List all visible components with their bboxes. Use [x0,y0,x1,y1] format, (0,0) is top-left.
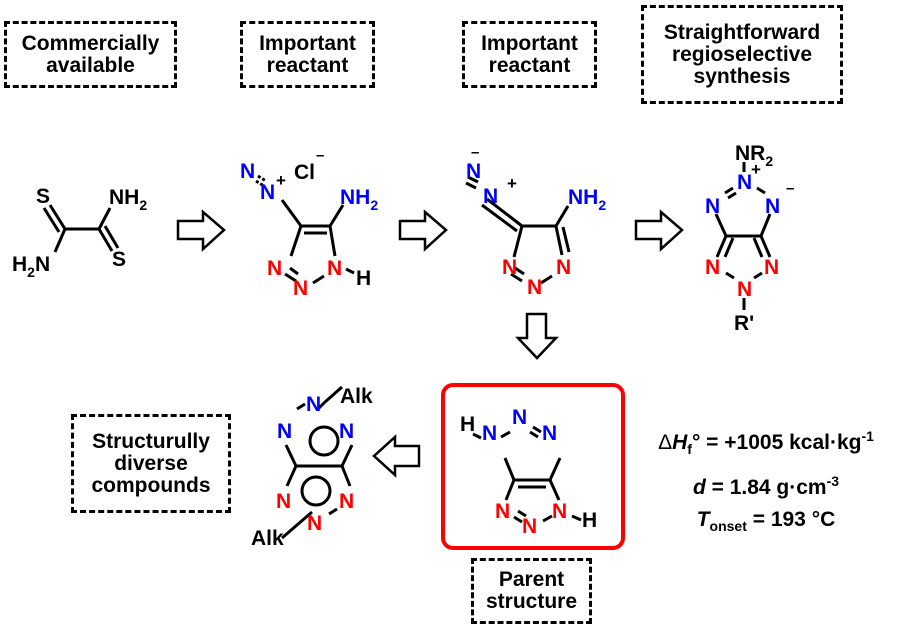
label-line: structure [485,590,578,613]
charge-plus: + [276,171,286,190]
label-line: Parent [498,568,565,591]
atom-N: N [556,256,571,279]
charge-plus: + [751,160,761,179]
atom-N: N [277,420,292,443]
charge-minus: – [786,180,794,197]
atom-N: N [327,257,342,280]
property-onset-temperature: Tonset = 193 °C [632,504,900,542]
f-subscript: f [687,441,692,458]
atom-N-plus: N [737,171,752,194]
atom-S: S [36,185,50,208]
atom-N: N [737,278,752,301]
atom-H: H [356,267,371,290]
charge-minus: – [316,147,324,164]
label-parent-structure: Parent structure [471,558,592,624]
arrow-left [372,434,421,478]
atom-NH2: NH2 [340,186,378,213]
atom-N: N [267,257,282,280]
molecule-diverse-compounds [281,385,354,540]
atom-N-H: N [482,422,497,445]
label-line: Important [259,31,356,55]
delta-symbol: Δ [658,431,673,454]
density-exponent: -3 [826,473,840,490]
molecule-diazo-triazole [465,175,571,285]
atom-N: N [705,195,720,218]
label-line: available [46,53,135,77]
atom-N-H: N [552,500,567,523]
molecule-dithiooxamide [42,204,120,253]
molecule-bicyclic-zwitterion [714,162,772,310]
degree-symbol: ° [691,431,701,454]
atom-N: N [705,256,720,279]
atom-N: N [502,256,517,279]
label-line: regioselective [671,42,813,66]
arrow-step-2 [398,209,448,252]
atom-N: N [339,490,354,513]
atom-N: N [764,256,779,279]
arrow-down [515,312,559,360]
atom-N: N [495,500,510,523]
atom-N-diazo-plus: N [260,181,275,204]
atom-Alk: Alk [340,385,373,408]
label-line: Straightforward [663,20,821,44]
dhf-exponent: -1 [861,428,874,444]
label-line: reactant [488,53,571,77]
label-line: diverse [114,451,188,475]
label-line: Commercially [21,31,160,55]
atom-N: N [293,277,308,300]
charge-minus: – [471,144,479,161]
atom-H2N: H2N [12,253,50,280]
label-structurally-diverse: Structurully diverse compounds [71,414,231,513]
atom-Rprime: R' [734,312,754,335]
label-commercially-available: Commercially available [4,21,177,88]
atom-NR2: NR2 [735,142,773,169]
label-important-reactant-1: Important reactant [240,21,375,88]
label-line: synthesis [693,64,791,88]
density-value: = 1.84 g·cm [705,476,827,500]
atom-N-diazo-plus: N [483,185,498,208]
t-symbol: T [696,508,710,532]
atom-NH2: NH2 [568,186,606,213]
label-line: Important [481,31,578,55]
label-line: compounds [91,473,211,497]
atom-N: N [339,420,354,443]
molecule-parent-structure [472,425,582,524]
atom-S: S [112,248,126,271]
atom-N: N [512,406,527,429]
atom-N-minus: N [765,195,780,218]
arrow-step-1 [176,209,226,252]
atom-N: N [527,276,542,299]
atom-H: H [460,413,475,436]
atom-N: N [542,422,557,445]
label-line: Structurully [92,429,210,453]
atom-N: N [522,515,537,538]
arrow-step-3 [634,209,684,252]
atom-NH2: NH2 [109,186,147,213]
properties-panel: ΔHf° = +1005 kcal·kg-1 d = 1.84 g·cm-3 T… [632,420,900,542]
molecule-diazonium-chloride [255,174,355,285]
atom-N: N [307,512,322,535]
label-line: reactant [266,53,349,77]
atom-N-diazo-terminal: N [466,160,481,183]
atom-H: H [582,509,597,532]
h-symbol: H [672,431,688,454]
dhf-value: = +1005 kcal·kg [700,431,862,454]
property-density: d = 1.84 g·cm-3 [632,465,900,504]
onset-subscript: onset [709,518,747,535]
tonset-value: = 193 °C [746,508,836,532]
density-symbol: d [692,476,706,500]
atom-Alk: Alk [251,527,284,550]
property-heat-of-formation: ΔHf° = +1005 kcal·kg-1 [632,420,900,465]
atom-Cl: Cl [294,161,315,184]
atom-N: N [306,393,321,416]
atom-N: N [276,490,291,513]
atom-N-diazo-terminal: N [240,160,255,183]
charge-plus: + [507,174,517,193]
label-important-reactant-2: Important reactant [462,21,597,88]
label-straightforward-synthesis: Straightforward regioselective synthesis [641,5,843,104]
highlight-box [441,383,625,550]
